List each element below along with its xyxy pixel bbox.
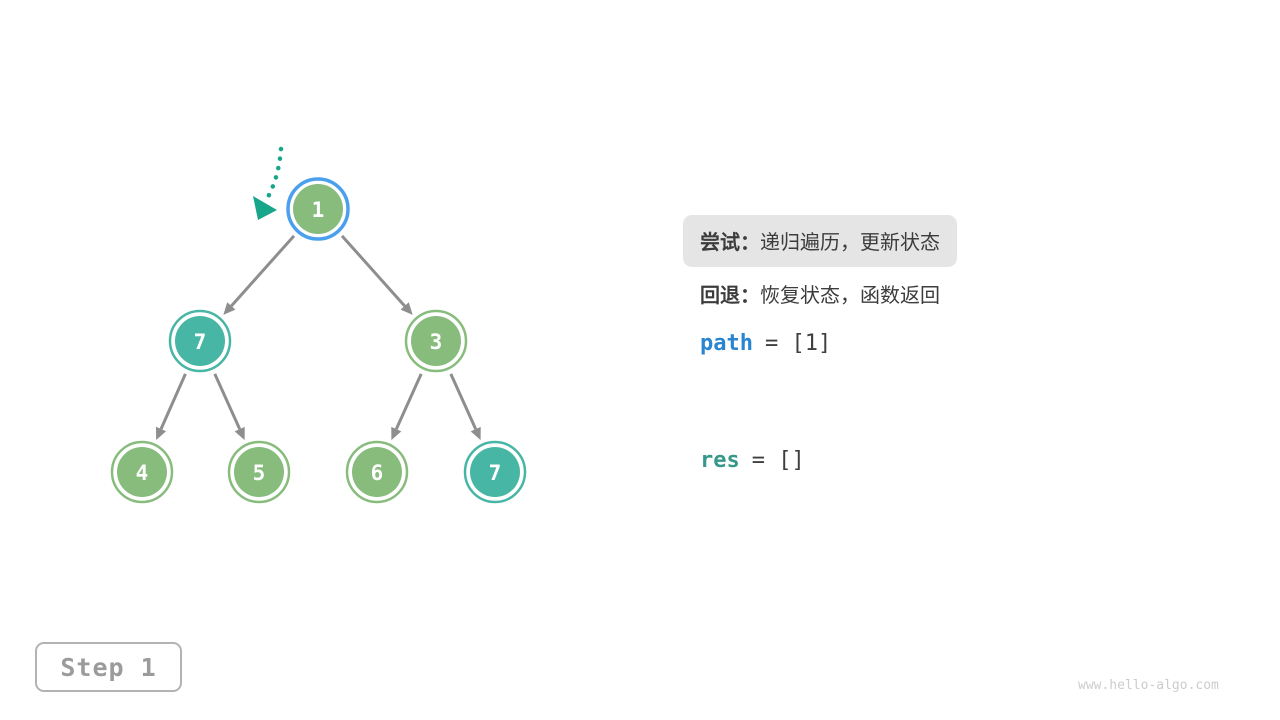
node-fill [175, 316, 225, 366]
try-label: 尝试： [700, 232, 760, 254]
watermark-text: www.hello-algo.com [1078, 678, 1219, 693]
tree-node-6: 6 [345, 440, 409, 504]
node-value-label: 1 [312, 198, 325, 222]
backtrack-label: 回退： [700, 285, 760, 307]
node-fill [470, 447, 520, 497]
tree-node-4: 4 [110, 440, 174, 504]
node-fill [293, 184, 343, 234]
node-value-label: 5 [253, 461, 266, 485]
node-value-label: 4 [136, 461, 149, 485]
edge-arrowhead-icon [223, 302, 236, 315]
tree-edge [213, 373, 245, 441]
step-badge-label: Step 1 [60, 652, 157, 682]
step-badge: Step 1 [35, 642, 182, 692]
current-pointer-arrow-icon [253, 146, 284, 220]
node-value-label: 3 [430, 330, 443, 354]
backtrack-state-line: 回退：恢复状态，函数返回 [700, 279, 940, 308]
path-variable-value: = [1] [764, 331, 832, 356]
try-state-line: 尝试：递归遍历，更新状态 [683, 215, 957, 267]
node-value-label: 7 [489, 461, 502, 485]
tree-edge [223, 234, 296, 315]
path-variable-line: path = [1] [700, 331, 831, 356]
tree-node-5: 5 [227, 440, 291, 504]
tree-edge [340, 234, 413, 315]
tree-edge [391, 373, 423, 441]
edge-arrowhead-icon [234, 426, 245, 441]
node-fill [117, 447, 167, 497]
res-variable-value: = [] [751, 448, 805, 473]
node-value-label: 6 [371, 461, 384, 485]
tree-node-7: 7 [168, 309, 232, 373]
backtrack-text: 恢复状态，函数返回 [760, 285, 940, 307]
edge-arrowhead-icon [155, 426, 167, 440]
edge-arrowhead-icon [400, 302, 413, 315]
node-fill [352, 447, 402, 497]
path-variable-name: path [700, 331, 753, 356]
node-value-label: 7 [194, 330, 207, 354]
tree-node-7: 7 [463, 440, 527, 504]
tree-edge [155, 373, 187, 440]
res-variable-line: res = [] [700, 448, 805, 473]
tree-node-1: 1 [286, 177, 350, 241]
node-fill [411, 316, 461, 366]
res-variable-name: res [700, 448, 740, 473]
edge-arrowhead-icon [391, 426, 402, 441]
tree-edge [449, 373, 481, 441]
edge-arrowhead-icon [470, 426, 481, 441]
tree-node-3: 3 [404, 309, 468, 373]
try-text: 递归遍历，更新状态 [760, 232, 940, 254]
node-fill [234, 447, 284, 497]
